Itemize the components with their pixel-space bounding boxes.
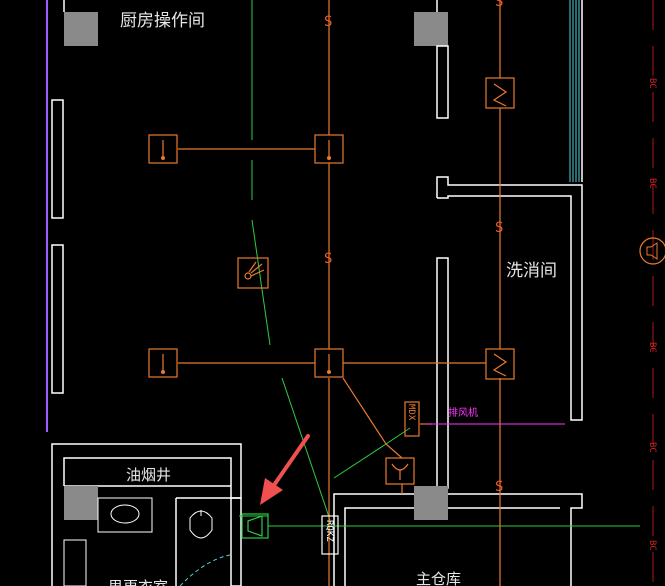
- column: [414, 12, 448, 46]
- wall: [436, 176, 583, 421]
- mdx-box: [404, 401, 420, 437]
- column: [64, 486, 98, 520]
- wall: [230, 497, 242, 586]
- bc-tag: BC: [647, 178, 657, 189]
- partition: [63, 539, 87, 586]
- column: [414, 486, 448, 520]
- mdx-label: MDX: [406, 404, 416, 421]
- exhaust-fan-label: 排风机: [448, 406, 478, 419]
- duct-outlet: [148, 134, 344, 378]
- speaker-icon: [639, 237, 665, 265]
- room-label-kitchen: 厨房操作间: [120, 11, 205, 31]
- room-label-main-storage: 主仓库: [416, 570, 461, 586]
- room-label-dishwash: 洗消间: [506, 261, 557, 281]
- room-label-flue-shaft: 油烟井: [126, 466, 171, 484]
- rqkz-label: RQKZ: [324, 520, 334, 542]
- pipe-tag: S: [495, 220, 503, 236]
- fan-icon: [241, 513, 269, 539]
- bc-tags: BC BC BC BC BC: [639, 0, 665, 586]
- column: [64, 12, 98, 46]
- duct-lines: [178, 0, 501, 586]
- wall: [436, 45, 449, 119]
- window-strip: [51, 244, 64, 394]
- rqkz-box: [321, 515, 339, 555]
- wall: [344, 507, 414, 586]
- annotation-arrow: [260, 434, 310, 505]
- bc-tag: BC: [647, 442, 657, 453]
- bc-tag: BC: [647, 342, 657, 353]
- wall: [448, 493, 583, 586]
- room-label-restroom: 男更衣室: [108, 578, 168, 586]
- pipe-tag: S: [324, 14, 332, 30]
- valve-icon: [237, 257, 269, 289]
- wall: [333, 493, 414, 586]
- bc-tag: BC: [647, 78, 657, 89]
- pipe-tag: S: [495, 0, 503, 10]
- funnel-icon: [385, 457, 415, 485]
- sink: [97, 497, 153, 533]
- zigzag-fitting: [485, 77, 515, 380]
- speaker-icon: [646, 242, 658, 260]
- bc-tag: BC: [647, 540, 657, 551]
- pipe-tag: S: [324, 251, 332, 267]
- pipe-tag: S: [495, 479, 503, 495]
- window-strip: [51, 99, 64, 219]
- door-swing: [179, 554, 231, 586]
- wall: [436, 257, 449, 489]
- cyan-lines: [569, 0, 580, 182]
- sink-basin: [110, 504, 140, 524]
- urinal-icon: [189, 510, 213, 539]
